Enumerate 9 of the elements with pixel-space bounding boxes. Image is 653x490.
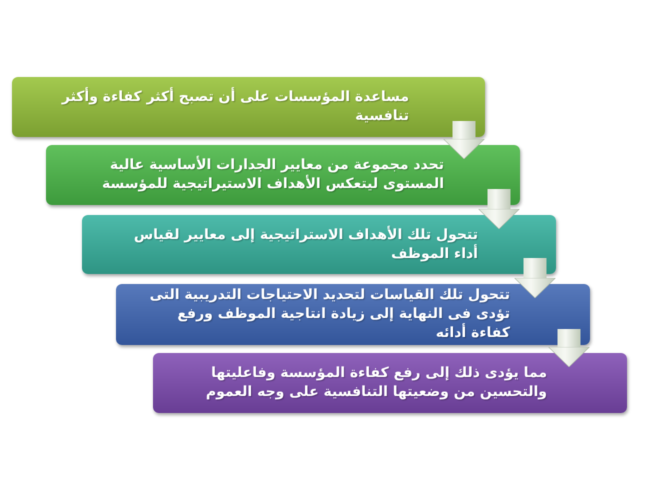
arrow [548,329,590,368]
process-box: تتحول تلك الأهداف الاستراتيجية إلى معايير لقياس أداء الموظف [82,215,556,274]
process-box: تتحول تلك القياسات لتحديد الاحتياجات التدريبية التى تؤدى فى النهاية إلى زيادة انتاجية الموظف ورفع كفاءة أدائه [116,284,590,345]
arrow [443,121,485,160]
process-box: مما يؤدى ذلك إلى رفع كفاءة المؤسسة وفاعليتها والتحسين من وضعيتها التنافسية على وجه العموم [153,353,627,413]
process-box: تحدد مجموعة من معايير الجدارات الأساسية عالية المستوى ليتعكس الأهداف الاستيراتيجية للمؤسسة [46,145,520,205]
process-box: مساعدة المؤسسات على أن تصبح أكثر كفاءة وأكثر تنافسية [12,77,485,137]
arrow [514,258,556,298]
arrow [478,189,520,230]
